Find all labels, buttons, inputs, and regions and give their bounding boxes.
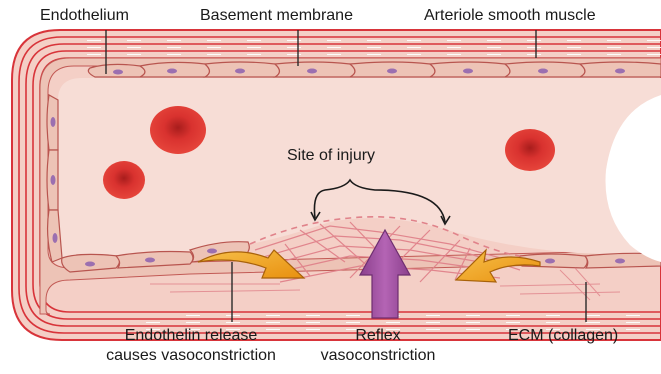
label-reflex-vasoconstriction: Reflex vasoconstriction xyxy=(316,326,440,366)
label-site-of-injury: Site of injury xyxy=(287,146,375,166)
red-blood-cell xyxy=(505,129,555,171)
red-blood-cell xyxy=(103,161,145,199)
label-endothelin-release: Endothelin release causes vasoconstricti… xyxy=(86,326,296,366)
label-ecm-collagen: ECM (collagen) xyxy=(508,326,618,346)
label-endothelin-release-line1: Endothelin release xyxy=(86,326,296,346)
label-endothelium: Endothelium xyxy=(40,6,129,26)
red-blood-cell xyxy=(150,106,206,154)
label-reflex-line1: Reflex xyxy=(316,326,440,346)
label-basement-membrane: Basement membrane xyxy=(200,6,353,26)
label-endothelin-release-line2: causes vasoconstriction xyxy=(86,346,296,366)
label-reflex-line2: vasoconstriction xyxy=(316,346,440,366)
label-arteriole-smooth-muscle: Arteriole smooth muscle xyxy=(424,6,596,26)
